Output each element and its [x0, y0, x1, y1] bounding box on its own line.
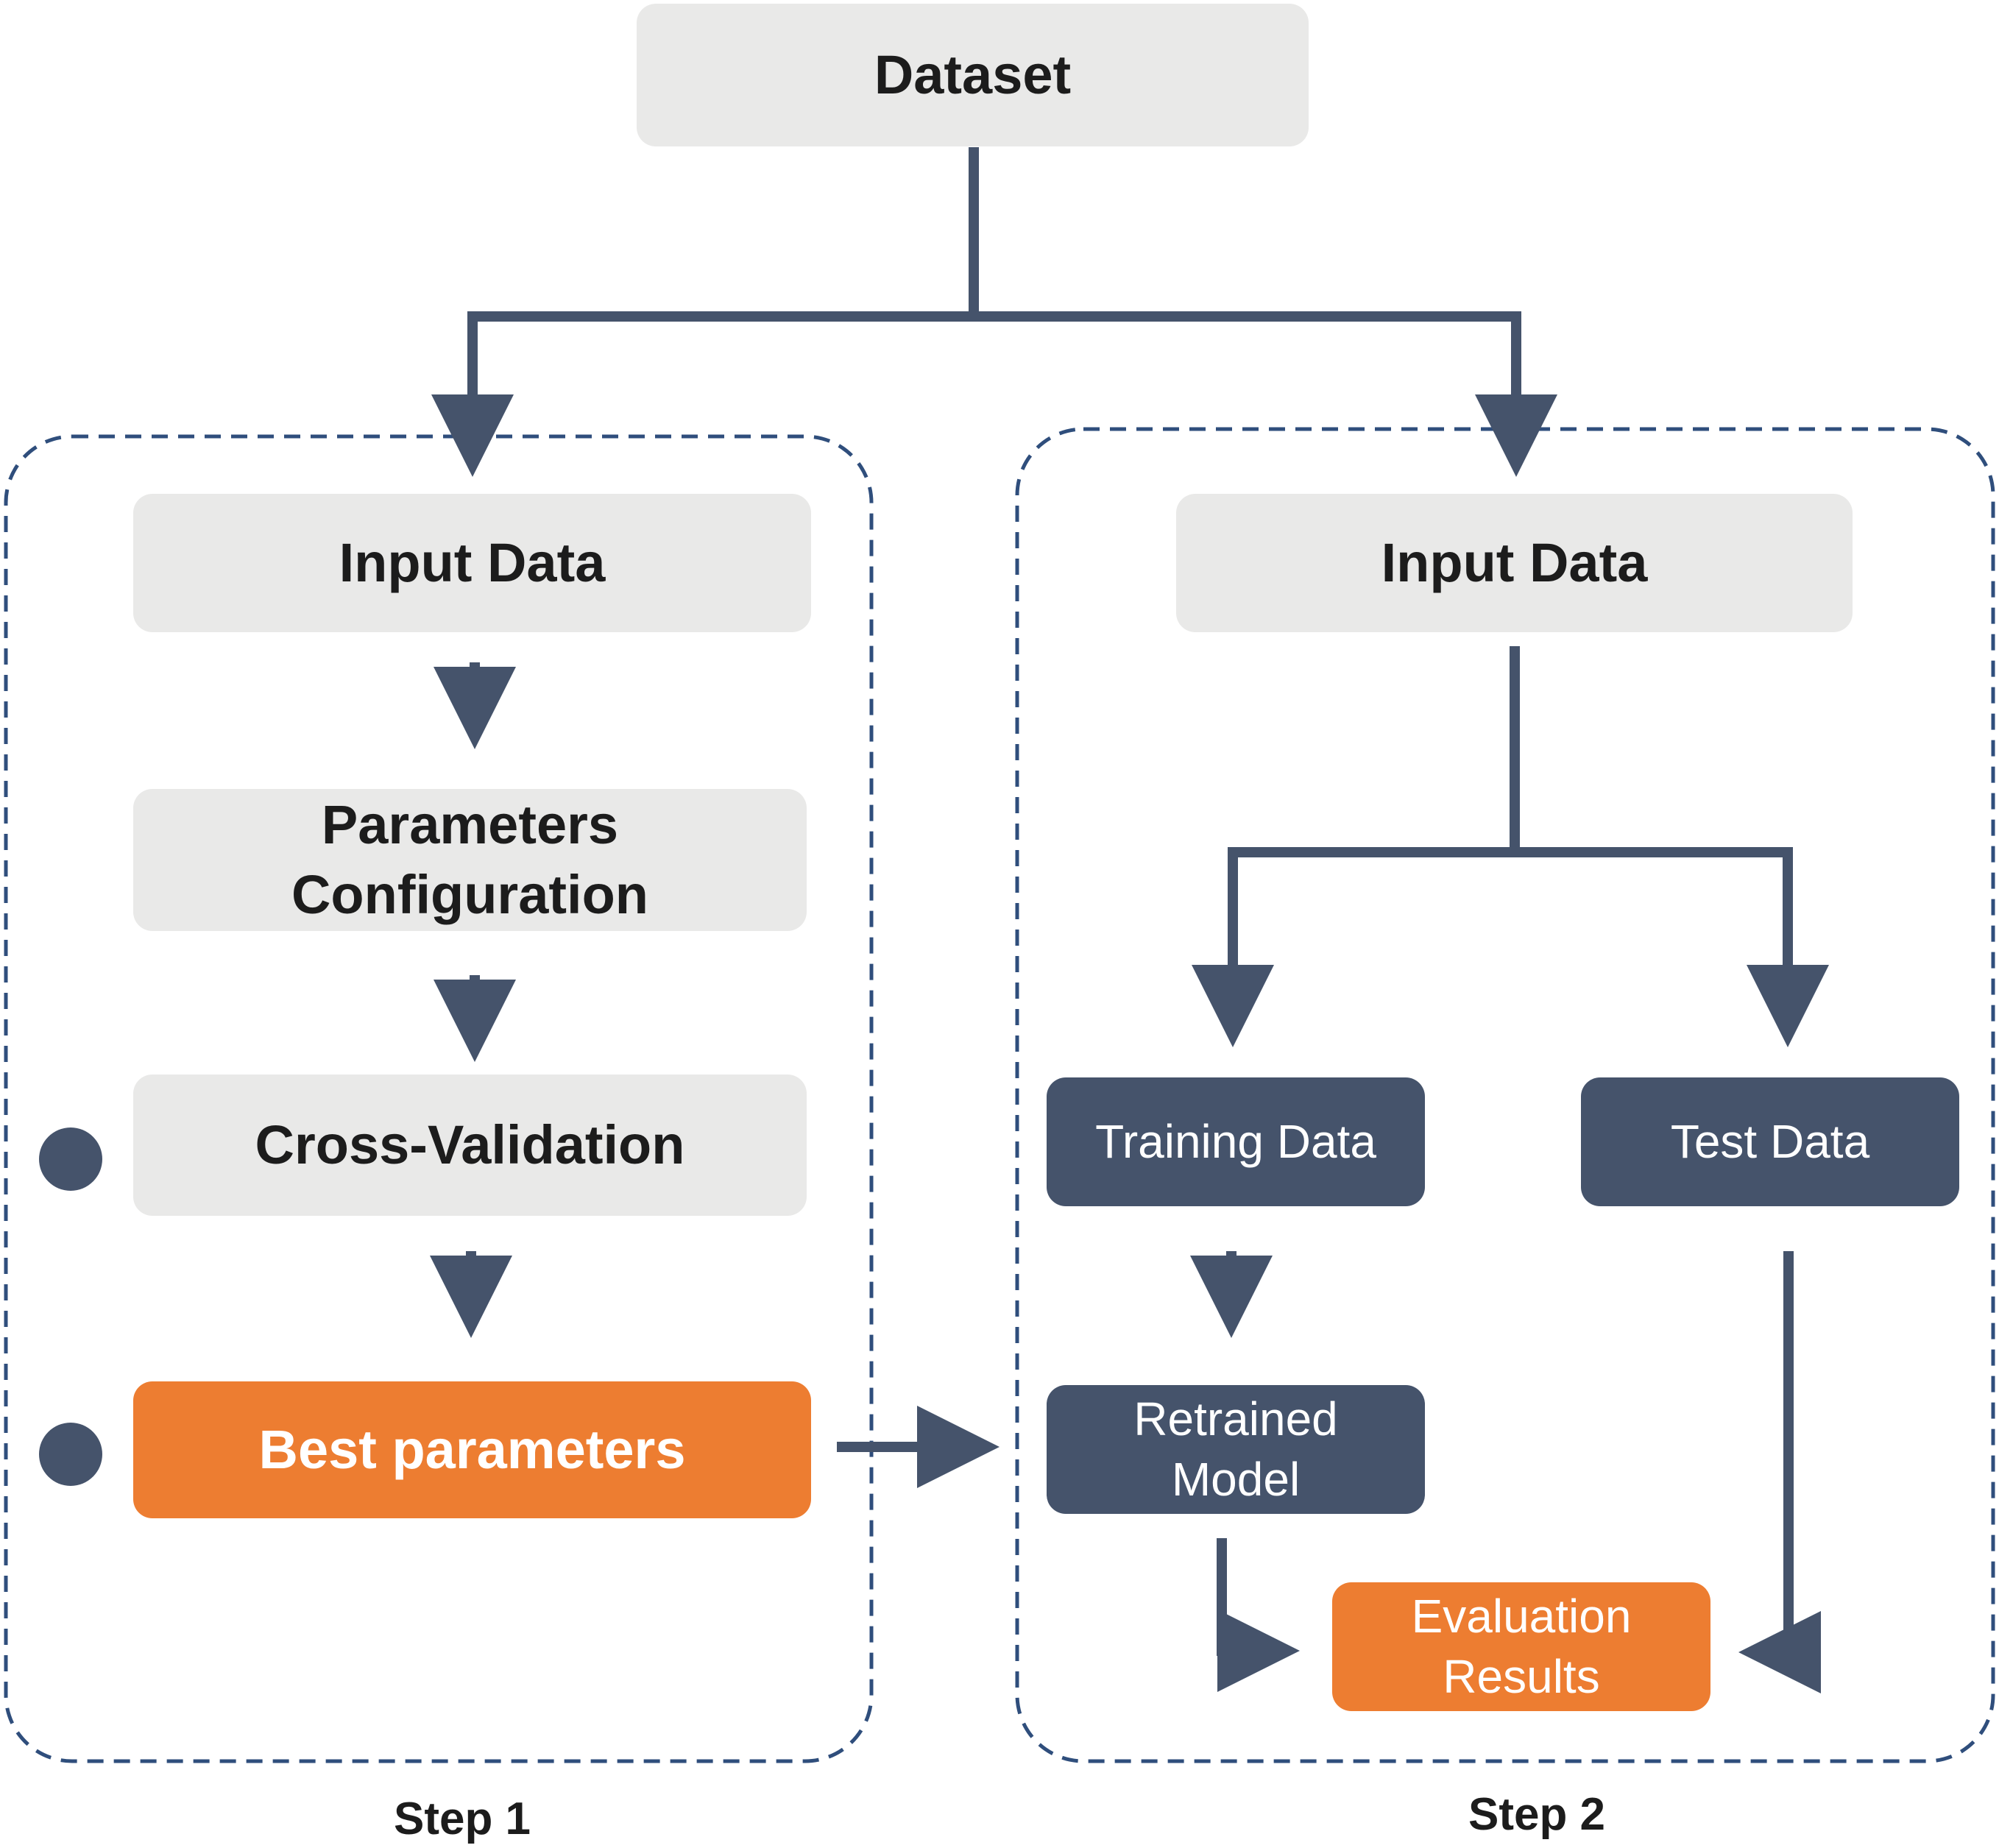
step1-input-data-node: Input Data	[133, 494, 811, 632]
training-data-label: Training Data	[1095, 1114, 1376, 1168]
test-data-node: Test Data	[1581, 1077, 1959, 1206]
retrained-model-line1: Retrained	[1133, 1392, 1338, 1445]
parameters-configuration-line1: Parameters	[321, 793, 619, 855]
training-data-node: Training Data	[1047, 1077, 1425, 1206]
step1-group-border	[4, 434, 874, 1763]
step2-input-data-label: Input Data	[1381, 531, 1648, 593]
dataset-node: Dataset	[637, 4, 1309, 146]
step2-input-data-node: Input Data	[1176, 494, 1853, 632]
best-parameters-bullet-dot	[39, 1423, 102, 1486]
step2-label: Step 2	[1468, 1789, 1606, 1840]
best-parameters-label: Best parameters	[258, 1418, 686, 1480]
parameters-configuration-line2: Configuration	[291, 863, 648, 925]
retrained-model-line2: Model	[1171, 1452, 1301, 1506]
evaluation-results-line2: Results	[1443, 1649, 1600, 1703]
step1-label: Step 1	[393, 1794, 531, 1844]
cross-validation-bullet-dot	[39, 1127, 102, 1191]
arrow-to-test-data	[1510, 847, 1829, 1047]
step1-input-data-label: Input Data	[339, 531, 606, 593]
dataset-label: Dataset	[874, 43, 1072, 105]
step2-group-border	[1015, 427, 1995, 1763]
arrow-retrained-to-evaluation	[1217, 1538, 1300, 1692]
cross-validation-node: Cross-Validation	[133, 1075, 807, 1216]
arrow-dataset-to-step2-input	[969, 311, 1557, 477]
evaluation-results-line1: Evaluation	[1411, 1589, 1632, 1643]
retrained-model-node: Retrained Model	[1047, 1385, 1425, 1514]
test-data-label: Test Data	[1670, 1114, 1870, 1168]
cross-validation-label: Cross-Validation	[255, 1114, 685, 1175]
parameters-configuration-node: Parameters Configuration	[133, 789, 807, 931]
arrow-to-training-data	[1192, 847, 1520, 1047]
best-parameters-node: Best parameters	[133, 1381, 811, 1518]
evaluation-results-node: Evaluation Results	[1332, 1582, 1710, 1711]
arrow-dataset-to-step1-input	[431, 311, 979, 477]
arrow-test-to-evaluation	[1738, 1251, 1821, 1693]
